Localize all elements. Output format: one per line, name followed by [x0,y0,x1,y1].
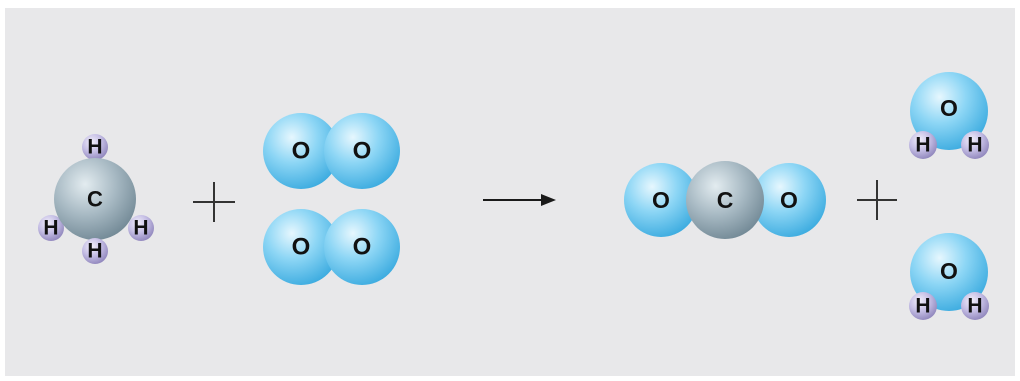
reaction-diagram: C H H H H O O O O O C O [5,8,1015,376]
carbon-label: C [717,187,734,213]
diagram-background [5,8,1015,376]
reaction-canvas: C H H H H O O O O O C O [5,8,1015,376]
water-molecule: O H H [909,233,989,320]
oxygen-molecule: O O [263,209,400,285]
plus-sign-icon [857,180,897,220]
water-molecule: O H H [909,72,989,159]
carbon-dioxide-molecule: O C O [624,161,826,239]
oxygen-atom [263,209,339,285]
hydrogen-atom [961,131,989,159]
methane-molecule: C H H H H [38,134,154,264]
oxygen-label: O [353,234,372,261]
hydrogen-atom [909,292,937,320]
reaction-arrow-icon [483,194,556,206]
oxygen-label: O [940,95,958,121]
oxygen-label: O [652,187,670,213]
oxygen-atom [324,113,400,189]
oxygen-label: O [940,258,958,284]
oxygen-atom [752,163,826,237]
hydrogen-atom [38,215,64,241]
hydrogen-label: H [43,217,58,240]
hydrogen-label: H [87,136,102,159]
hydrogen-label: H [967,295,982,318]
oxygen-atom [263,113,339,189]
carbon-atom [54,158,136,240]
hydrogen-label: H [967,134,982,157]
hydrogen-label: H [915,295,930,318]
carbon-atom [686,161,764,239]
oxygen-molecule: O O [263,113,400,189]
oxygen-label: O [292,138,311,165]
hydrogen-label: H [915,134,930,157]
oxygen-atom [910,72,988,150]
oxygen-label: O [780,187,798,213]
hydrogen-atom [82,134,108,160]
hydrogen-label: H [87,240,102,263]
plus-sign-icon [193,182,235,222]
oxygen-atom [624,163,698,237]
hydrogen-atom [82,238,108,264]
hydrogen-atom [961,292,989,320]
hydrogen-label: H [133,217,148,240]
hydrogen-atom [128,215,154,241]
oxygen-label: O [292,234,311,261]
hydrogen-atom [909,131,937,159]
carbon-label: C [87,187,103,212]
oxygen-atom [910,233,988,311]
oxygen-label: O [353,138,372,165]
oxygen-atom [324,209,400,285]
